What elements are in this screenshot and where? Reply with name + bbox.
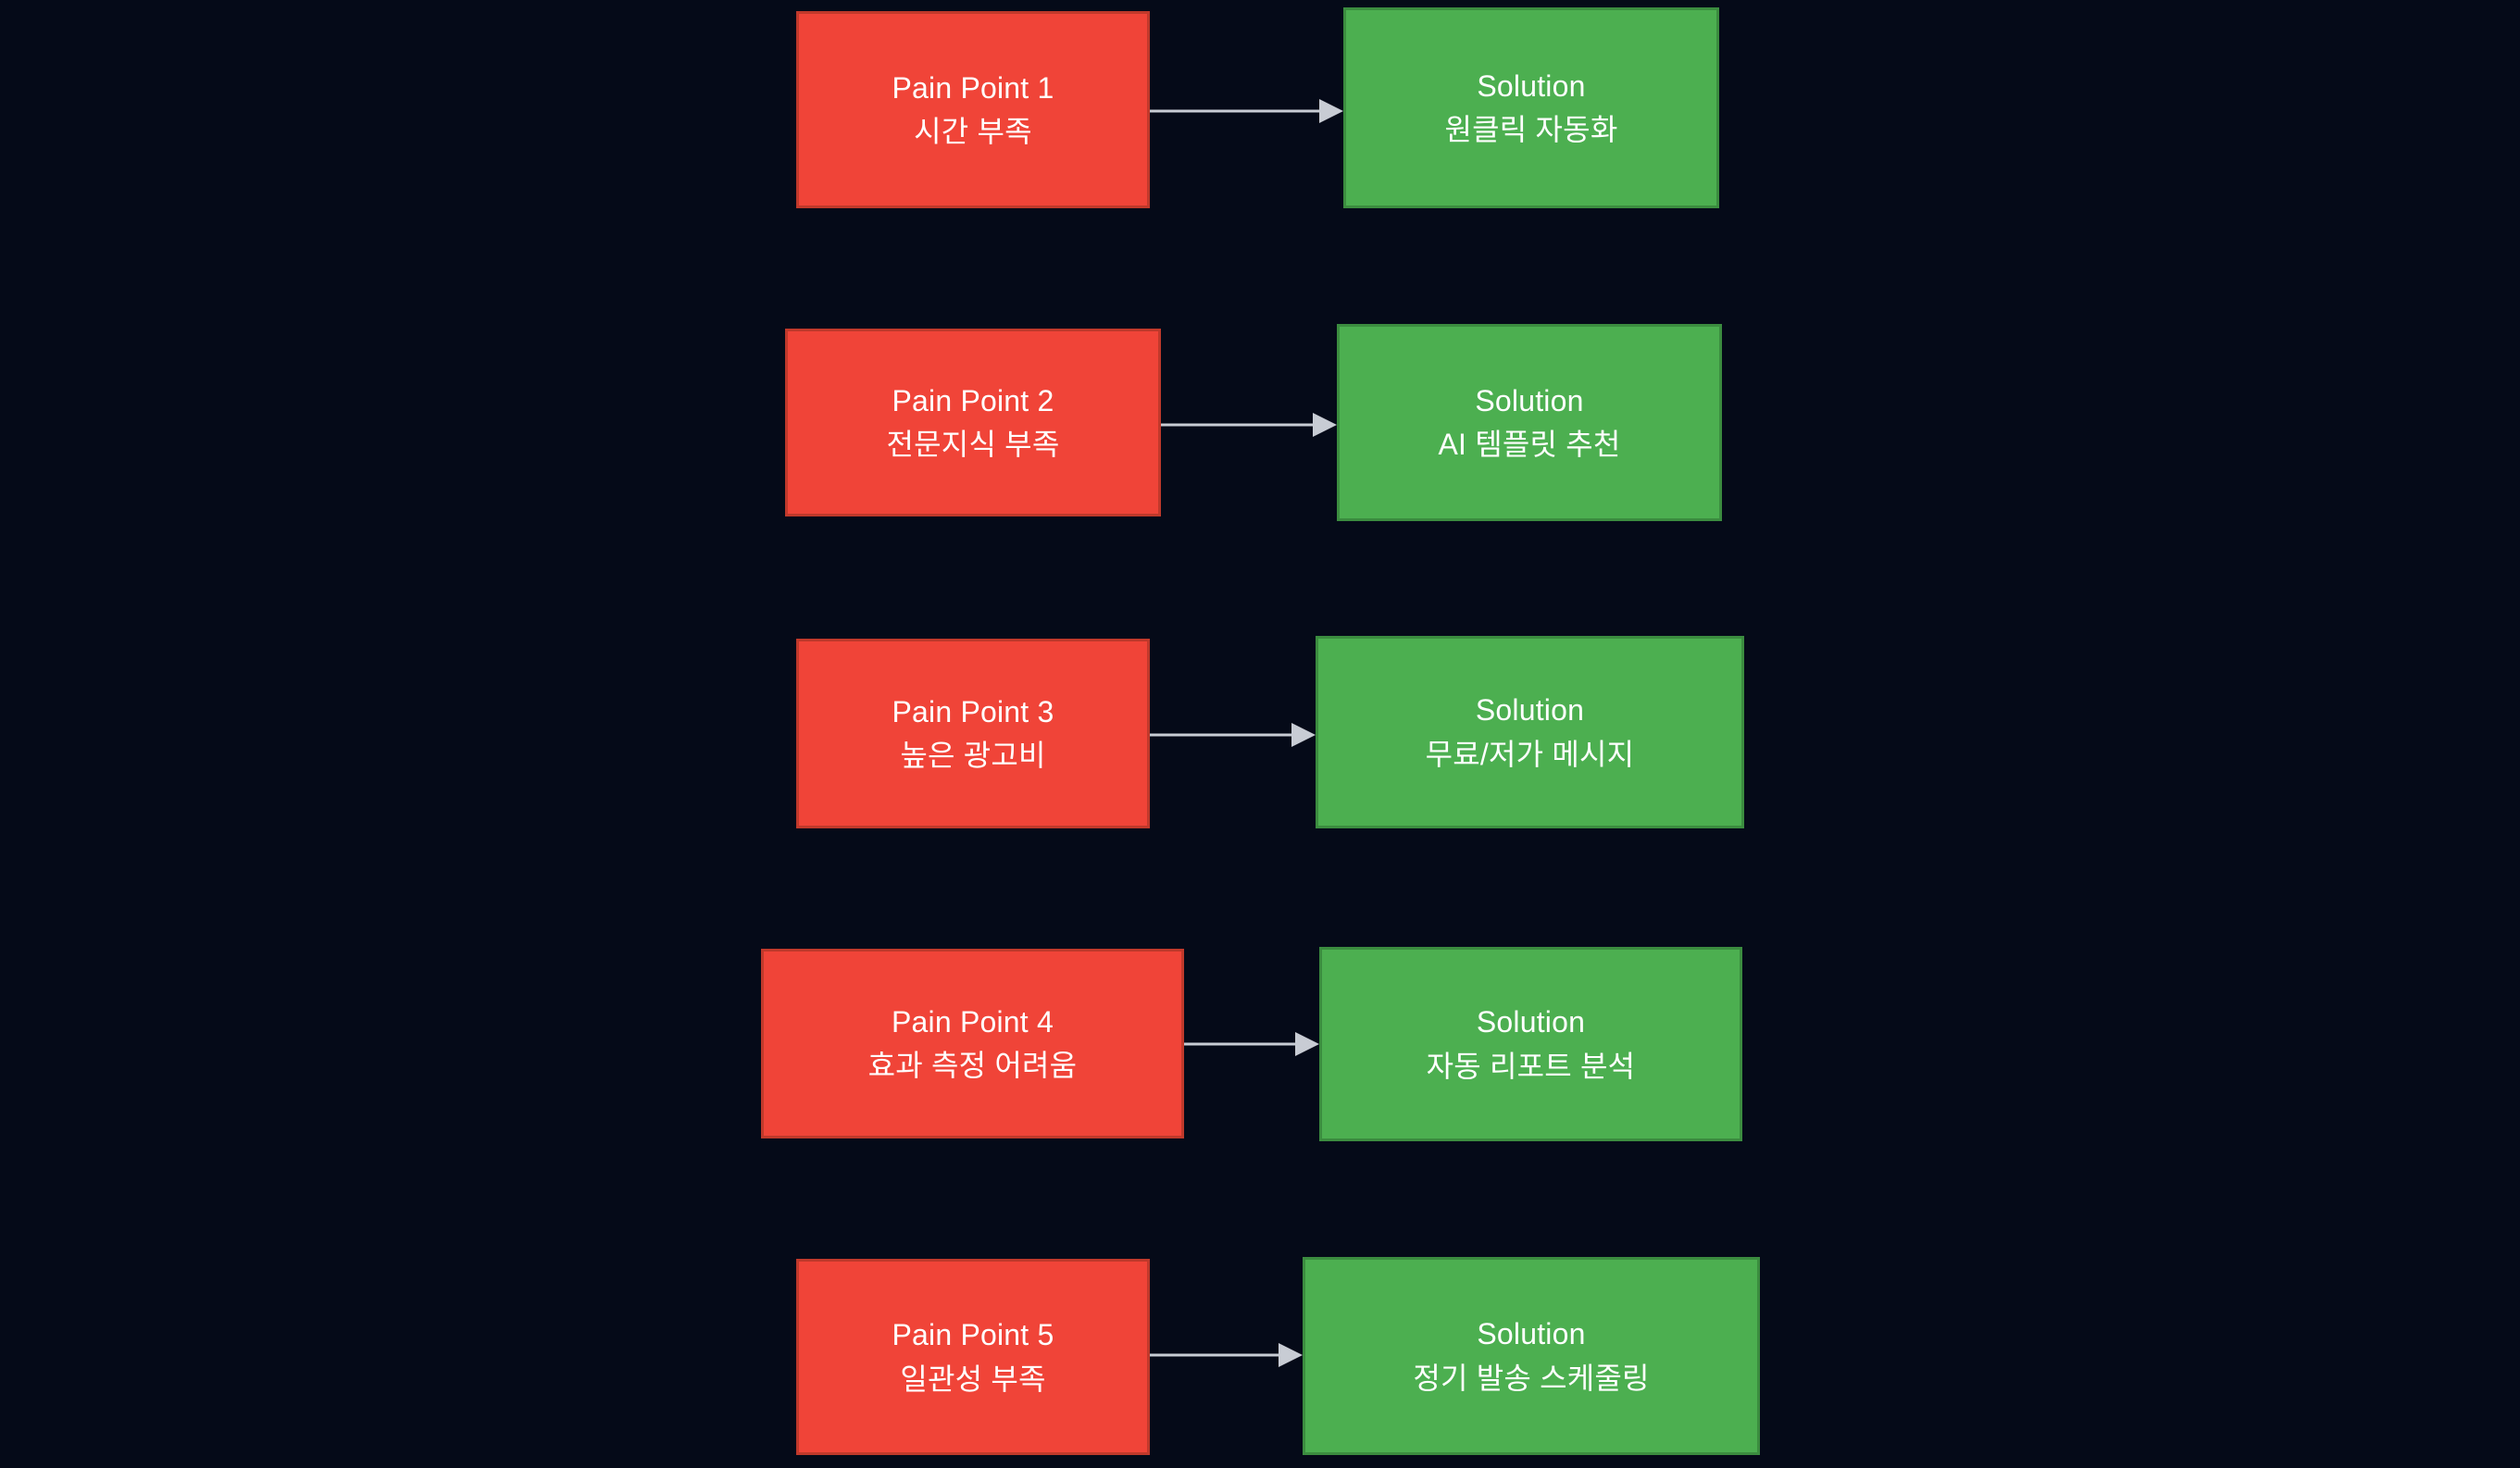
pain-point-node-3[interactable]: Pain Point 3 높은 광고비 (796, 639, 1150, 828)
pain-point-node-1[interactable]: Pain Point 1 시간 부족 (796, 11, 1150, 208)
solution-node-3[interactable]: Solution 무료/저가 메시지 (1316, 636, 1744, 828)
arrow-head-icon-4 (1295, 1032, 1319, 1056)
arrow-connector-2 (1161, 413, 1337, 437)
solution-detail-2: AI 템플릿 추천 (1438, 428, 1621, 461)
solution-detail-3: 무료/저가 메시지 (1425, 737, 1635, 771)
solution-detail-5: 정기 발송 스케줄링 (1413, 1361, 1650, 1395)
solution-node-4[interactable]: Solution 자동 리포트 분석 (1319, 947, 1742, 1141)
pain-point-title-3: Pain Point 3 (892, 694, 1054, 728)
pain-point-detail-5: 일관성 부족 (900, 1362, 1046, 1396)
pain-point-detail-2: 전문지식 부족 (886, 428, 1060, 461)
solution-title-2: Solution (1475, 383, 1584, 417)
solution-detail-1: 원클릭 자동화 (1444, 113, 1618, 146)
solution-node-1[interactable]: Solution 원클릭 자동화 (1343, 7, 1719, 208)
pain-point-title-1: Pain Point 1 (892, 70, 1054, 105)
arrow-head-icon-5 (1279, 1343, 1303, 1367)
arrow-connector-3 (1150, 723, 1316, 747)
arrow-connector-4 (1184, 1032, 1319, 1056)
pain-point-title-2: Pain Point 2 (892, 383, 1054, 417)
solution-title-1: Solution (1477, 68, 1586, 103)
pain-point-title-4: Pain Point 4 (892, 1004, 1054, 1039)
pain-point-node-2[interactable]: Pain Point 2 전문지식 부족 (785, 329, 1161, 516)
solution-title-5: Solution (1477, 1317, 1586, 1351)
solution-node-5[interactable]: Solution 정기 발송 스케줄링 (1303, 1257, 1760, 1455)
arrow-head-icon-2 (1313, 413, 1337, 437)
solution-title-3: Solution (1475, 693, 1585, 728)
arrow-connector-1 (1150, 99, 1343, 123)
pain-point-node-5[interactable]: Pain Point 5 일관성 부족 (796, 1259, 1150, 1455)
arrow-head-icon-3 (1291, 723, 1316, 747)
pain-point-detail-3: 높은 광고비 (900, 739, 1046, 772)
arrow-connector-5 (1150, 1343, 1303, 1367)
solution-title-4: Solution (1476, 1005, 1586, 1039)
solution-node-2[interactable]: Solution AI 템플릿 추천 (1337, 324, 1722, 521)
arrow-head-icon-1 (1319, 99, 1343, 123)
pain-point-detail-4: 효과 측정 어려움 (867, 1049, 1078, 1082)
pain-point-title-5: Pain Point 5 (892, 1318, 1054, 1352)
pain-point-node-4[interactable]: Pain Point 4 효과 측정 어려움 (761, 949, 1184, 1138)
solution-detail-4: 자동 리포트 분석 (1426, 1049, 1636, 1083)
pain-point-detail-1: 시간 부족 (914, 115, 1032, 148)
